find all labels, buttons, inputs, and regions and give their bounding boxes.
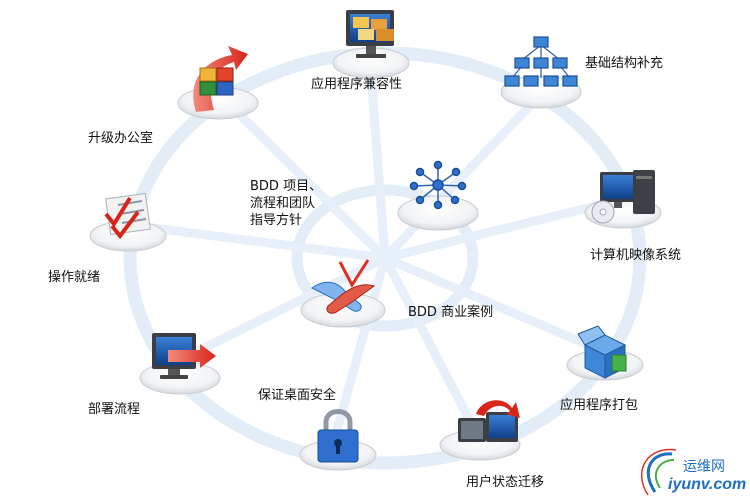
label-user-state: 用户状态迁移 <box>466 475 545 490</box>
office-upgrade-icon <box>193 46 248 112</box>
label-infrastructure: 基础结构补充 <box>585 56 664 71</box>
padlock-icon <box>317 409 359 463</box>
label-deployment: 部署流程 <box>88 402 141 417</box>
label-security: 保证桌面安全 <box>258 388 337 403</box>
label-upgrade-office: 升级办公室 <box>88 131 154 146</box>
watermark-url: iyunv.com <box>668 476 747 493</box>
user-state-migration-icon <box>458 400 520 442</box>
checklist-icon <box>104 192 151 240</box>
label-app-packaging: 应用程序打包 <box>560 398 639 413</box>
label-bdd-guidance: BDD 项目、 流程和团队 指导方针 <box>250 178 322 229</box>
hub-star-icon <box>409 160 467 210</box>
label-bdd-guidance-line-3: 指导方针 <box>250 213 303 228</box>
package-box-icon <box>577 325 627 379</box>
watermark-logo-icon <box>640 448 677 496</box>
label-computer-imaging: 计算机映像系统 <box>590 248 682 263</box>
watermark-name: 运维网 <box>683 458 725 474</box>
deployment-monitor-icon <box>152 333 216 379</box>
label-operations-ready: 操作就绪 <box>48 270 101 285</box>
label-bdd-guidance-line-2: 流程和团队 <box>250 196 316 211</box>
handshake-icon <box>311 259 376 314</box>
computer-imaging-icon <box>591 170 655 224</box>
label-business-case: BDD 商业案例 <box>408 305 494 320</box>
label-bdd-guidance-line-1: BDD 项目、 <box>250 179 323 194</box>
label-app-compatibility: 应用程序兼容性 <box>311 77 403 92</box>
background-spokes <box>125 55 625 460</box>
app-compat-icon <box>346 10 394 58</box>
network-infrastructure-icon <box>504 36 578 87</box>
